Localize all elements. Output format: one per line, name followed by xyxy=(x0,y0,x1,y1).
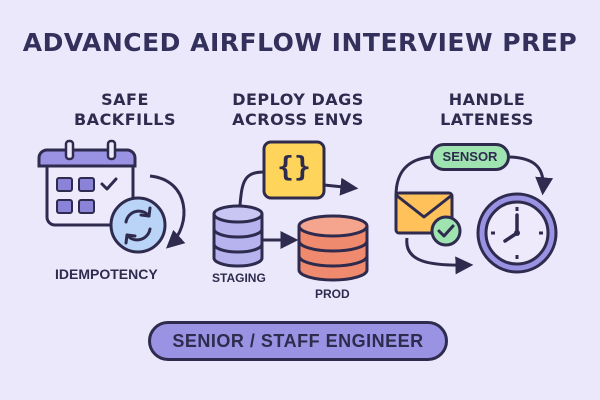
heading-line: LATENESS xyxy=(440,110,534,129)
heading-deploy-dags: DEPLOY DAGS ACROSS ENVS xyxy=(213,90,383,130)
page-title: ADVANCED AIRFLOW INTERVIEW PREP xyxy=(22,28,578,57)
arrow-sensor-to-clock xyxy=(509,155,554,196)
label-idempotency: IDEMPOTENCY xyxy=(55,266,158,282)
database-icon xyxy=(212,204,264,268)
arrow-envelope-to-clock xyxy=(405,237,474,275)
arrow-sensor-to-envelope xyxy=(394,155,431,197)
arrow-code-out xyxy=(323,177,359,196)
sensor-badge: SENSOR xyxy=(430,143,510,171)
role-badge: SENIOR / STAFF ENGINEER xyxy=(148,321,448,361)
heading-safe-backfills: SAFE BACKFILLS xyxy=(40,90,210,130)
heading-line: ACROSS ENVS xyxy=(232,110,364,129)
arrow-code-to-staging xyxy=(238,170,265,206)
database-icon xyxy=(297,214,369,282)
clock-icon xyxy=(476,192,558,274)
label-staging: STAGING xyxy=(212,271,266,285)
heading-line: BACKFILLS xyxy=(73,110,176,129)
heading-handle-lateness: HANDLE LATENESS xyxy=(402,90,572,130)
check-icon xyxy=(430,215,462,247)
heading-line: DEPLOY DAGS xyxy=(232,90,364,109)
label-prod: PROD xyxy=(315,287,350,301)
loop-arrow xyxy=(149,174,186,249)
code-braces-icon xyxy=(262,140,326,200)
heading-line: SAFE xyxy=(101,90,149,109)
code-braces-glyph: {} xyxy=(277,150,311,183)
heading-line: HANDLE xyxy=(448,90,526,109)
refresh-icon xyxy=(109,196,167,254)
calendar-icon xyxy=(37,139,137,227)
